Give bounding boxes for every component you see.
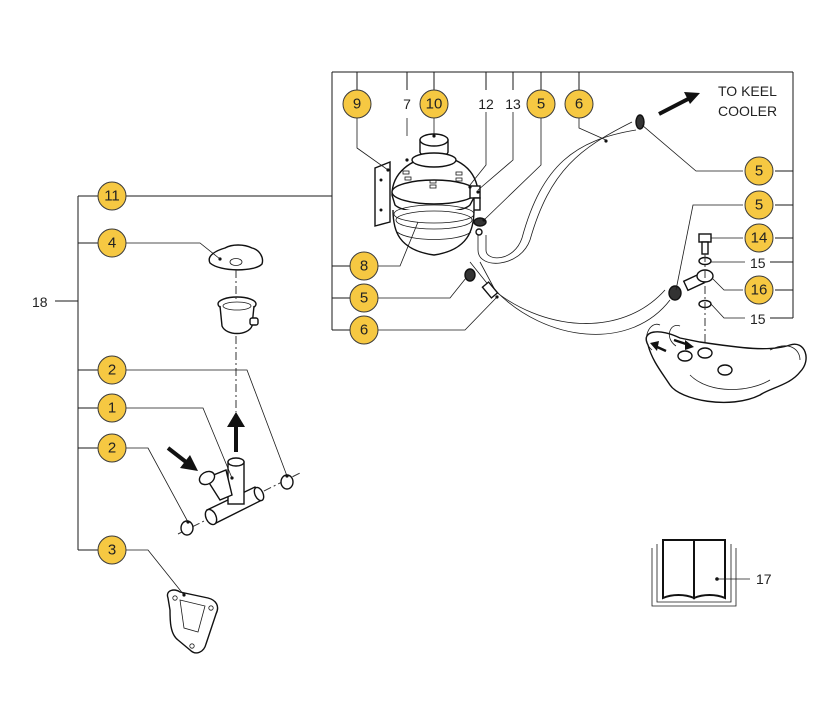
assembly-label: 18 — [32, 294, 48, 310]
banjo-fitting-drawing — [668, 204, 745, 360]
callout-7: 7 — [403, 96, 411, 112]
svg-text:14: 14 — [751, 230, 768, 247]
upper-hose — [477, 114, 645, 264]
gasket-drawing — [126, 549, 219, 654]
callout-8: 8 — [349, 251, 379, 281]
callout-15-b: 15 — [750, 311, 766, 327]
manifold-elbow-drawing — [645, 323, 807, 404]
svg-text:8: 8 — [360, 258, 368, 275]
expansion-tank-drawing — [356, 112, 608, 256]
callout-10: 10 — [419, 89, 449, 119]
callout-12: 12 — [478, 96, 494, 112]
callout-13: 13 — [505, 96, 521, 112]
callout-16: 16 — [744, 275, 774, 305]
flow-arrow-up — [227, 412, 245, 452]
leader-5-right1 — [641, 124, 743, 172]
svg-text:5: 5 — [755, 197, 763, 214]
top-group-bracket — [126, 71, 794, 331]
assembly-18-bracket: 18 — [32, 195, 98, 551]
svg-text:5: 5 — [360, 290, 368, 307]
callout-2-b: 2 — [97, 433, 127, 463]
callout-4: 4 — [97, 228, 127, 258]
callout-9: 9 — [342, 89, 372, 119]
svg-text:16: 16 — [751, 282, 768, 299]
manual-icon — [651, 539, 750, 607]
callout-5-right-1: 5 — [744, 156, 774, 186]
callout-5-right-2: 5 — [744, 190, 774, 220]
callout-1: 1 — [97, 393, 127, 423]
callout-11: 11 — [97, 181, 127, 211]
svg-text:1: 1 — [108, 400, 116, 417]
callout-15-a: 15 — [750, 255, 766, 271]
svg-text:11: 11 — [104, 188, 120, 205]
svg-text:5: 5 — [755, 163, 763, 180]
svg-text:5: 5 — [537, 96, 545, 113]
flow-arrow-keel-cooler — [658, 92, 700, 116]
lower-hose — [375, 221, 671, 335]
svg-text:6: 6 — [360, 322, 368, 339]
note-line-1: TO KEEL — [718, 83, 777, 99]
svg-text:6: 6 — [575, 96, 583, 113]
svg-text:4: 4 — [108, 235, 116, 252]
note-line-2: COOLER — [718, 103, 777, 119]
callout-17: 17 — [756, 571, 772, 587]
callout-6-mid: 6 — [349, 315, 379, 345]
svg-text:9: 9 — [353, 96, 361, 113]
callout-3: 3 — [97, 535, 127, 565]
callout-14: 14 — [744, 223, 774, 253]
svg-text:2: 2 — [108, 440, 116, 457]
filler-neck-drawing — [126, 242, 264, 412]
svg-text:10: 10 — [426, 96, 443, 113]
callout-5-top: 5 — [526, 89, 556, 119]
callout-5-mid: 5 — [349, 283, 379, 313]
tee-fitting-drawing — [126, 369, 301, 536]
svg-text:2: 2 — [108, 362, 116, 379]
callout-2-a: 2 — [97, 355, 127, 385]
svg-text:3: 3 — [108, 542, 116, 559]
callout-6-top: 6 — [564, 89, 594, 119]
